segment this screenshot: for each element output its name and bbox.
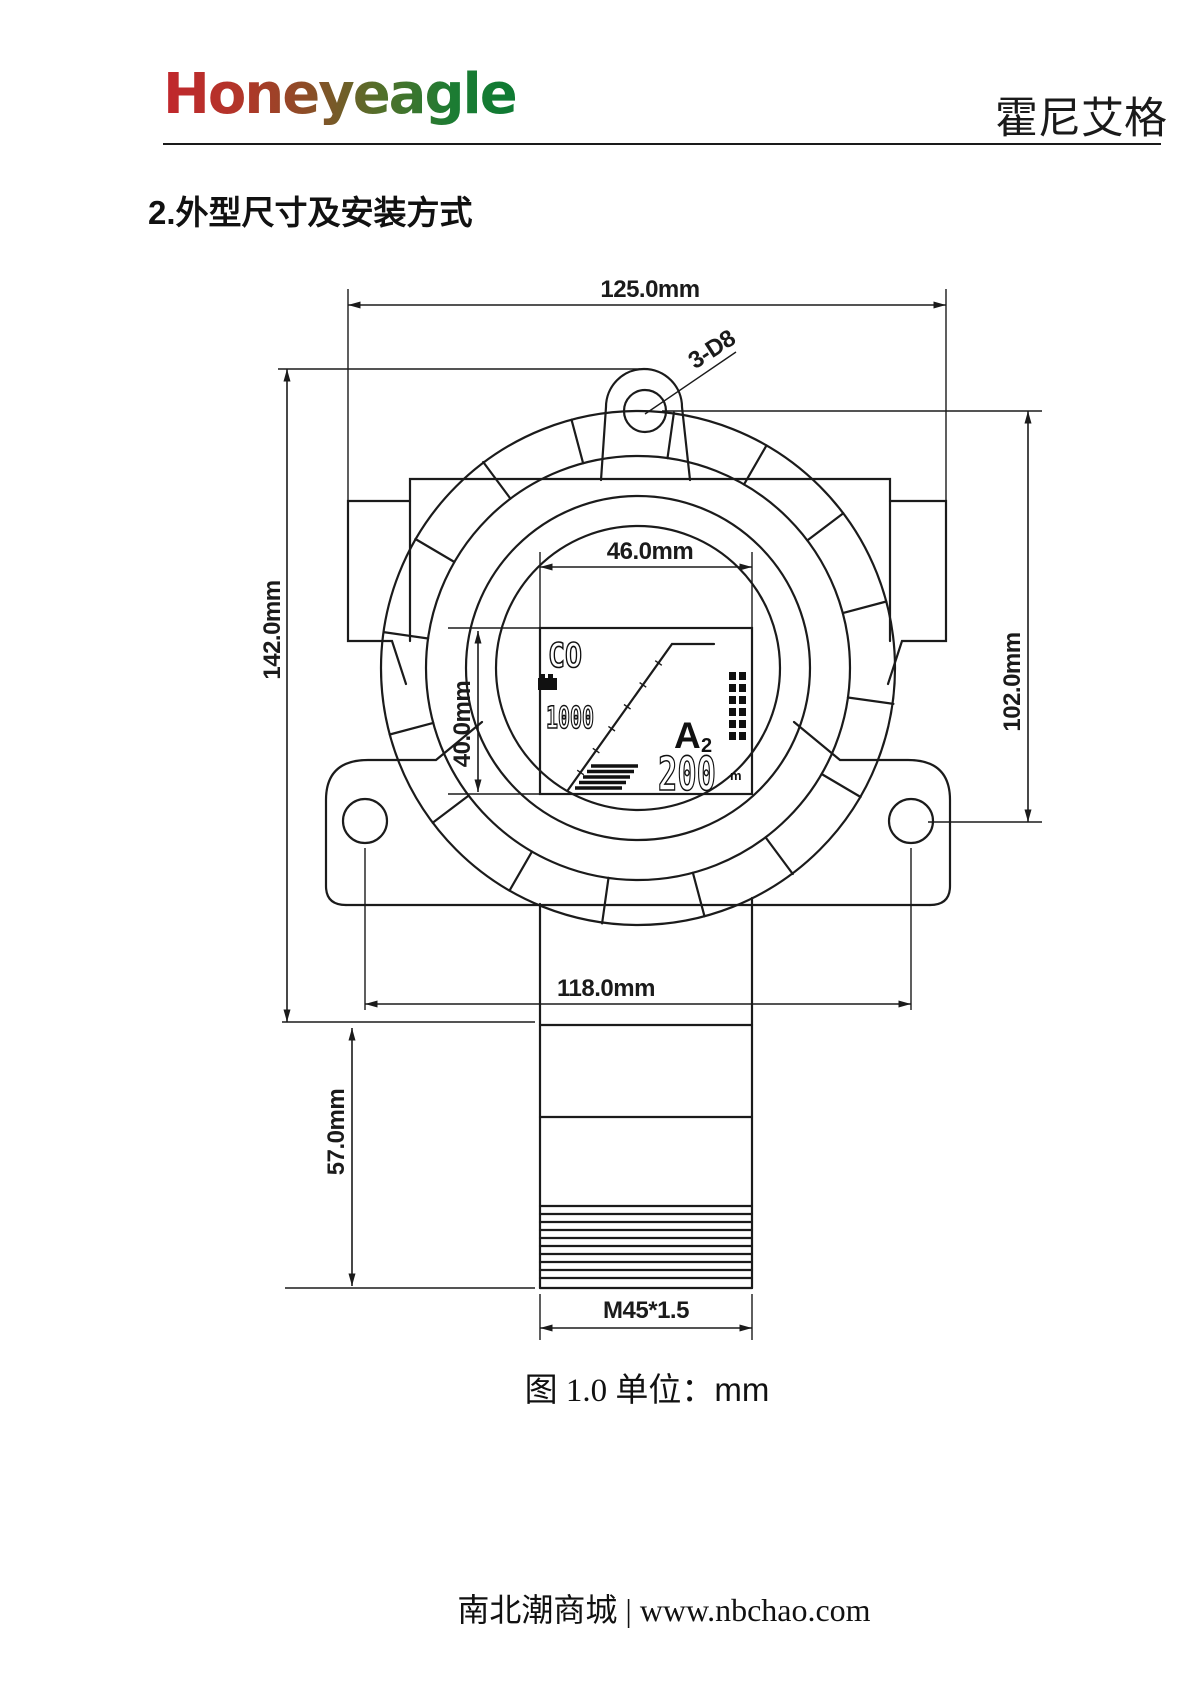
svg-text:142.0mm: 142.0mm <box>259 580 286 679</box>
dim-bottom-width: 118.0mm <box>364 848 912 1010</box>
cap-body <box>408 477 892 643</box>
dim-thread-spec: M45*1.5 <box>539 1294 753 1340</box>
graph-scale-icon <box>566 642 716 792</box>
svg-text:46.0mm: 46.0mm <box>607 538 693 565</box>
thread-hatching <box>538 1204 754 1280</box>
brand-logo: Honeyeagle <box>163 62 518 127</box>
svg-text:3-D8: 3-D8 <box>684 325 741 375</box>
svg-text:M45*1.5: M45*1.5 <box>603 1297 689 1324</box>
fan-hatch-icon <box>575 764 638 790</box>
device-outline <box>324 367 952 1290</box>
brand-name-chinese: 霍尼艾格 <box>995 95 1167 143</box>
mounting-ears <box>324 720 952 907</box>
figure-caption: 图 1.0 单位：mm <box>525 1363 770 1411</box>
svg-text:102.0mm: 102.0mm <box>999 632 1026 731</box>
mounting-tab <box>599 367 692 482</box>
lcd-frame <box>538 626 754 796</box>
lcd-alarm-letter: A <box>674 715 701 756</box>
bezel-inner-circle <box>464 494 812 842</box>
right-shoulder <box>886 499 948 686</box>
mounting-hole-right <box>887 797 935 845</box>
left-ear <box>324 720 484 907</box>
svg-text:57.0mm: 57.0mm <box>323 1089 350 1175</box>
signal-bars-icon <box>729 672 746 740</box>
figure-caption-text: 图 1.0 单位： <box>524 1373 715 1409</box>
footer-text: 南北潮商城 | www.nbchao.com <box>457 1592 871 1628</box>
dim-display-height: 40.0mm <box>449 631 482 792</box>
display-window-circle <box>494 524 782 812</box>
lcd-reading-unit: m <box>730 768 742 783</box>
lcd-alarm-subscript: 2 <box>701 735 712 757</box>
lcd-gas-label: CO <box>548 636 582 676</box>
dim-overall-height: 142.0mm <box>259 368 640 1022</box>
lcd-display: CO 1000 <box>448 626 754 802</box>
lcd-range-value: 1000 <box>546 701 594 736</box>
svg-text:118.0mm: 118.0mm <box>557 975 655 1002</box>
svg-text:40.0mm: 40.0mm <box>449 681 476 767</box>
dim-top-width: 125.0mm <box>347 276 947 503</box>
bezel-segments <box>382 411 895 925</box>
figure-caption-unit: mm <box>714 1371 770 1408</box>
battery-icon <box>538 674 557 690</box>
section-title: 2.外型尺寸及安装方式 <box>148 194 473 231</box>
mounting-hole-left <box>341 797 389 845</box>
dim-display-width: 46.0mm <box>539 538 753 632</box>
header-divider <box>163 143 1161 145</box>
dimension-drawing: CO 1000 <box>259 276 1042 1340</box>
svg-text:125.0mm: 125.0mm <box>600 276 699 303</box>
lcd-reading: 200 <box>658 747 716 801</box>
left-shoulder <box>346 499 412 686</box>
dim-right-height: 102.0mm <box>662 410 1042 823</box>
dim-sensor-height: 57.0mm <box>282 1021 535 1289</box>
sensor-cylinder <box>538 896 754 1290</box>
right-ear <box>792 720 952 907</box>
bezel-ring <box>379 409 897 927</box>
dim-hole-label: 3-D8 <box>644 325 741 415</box>
